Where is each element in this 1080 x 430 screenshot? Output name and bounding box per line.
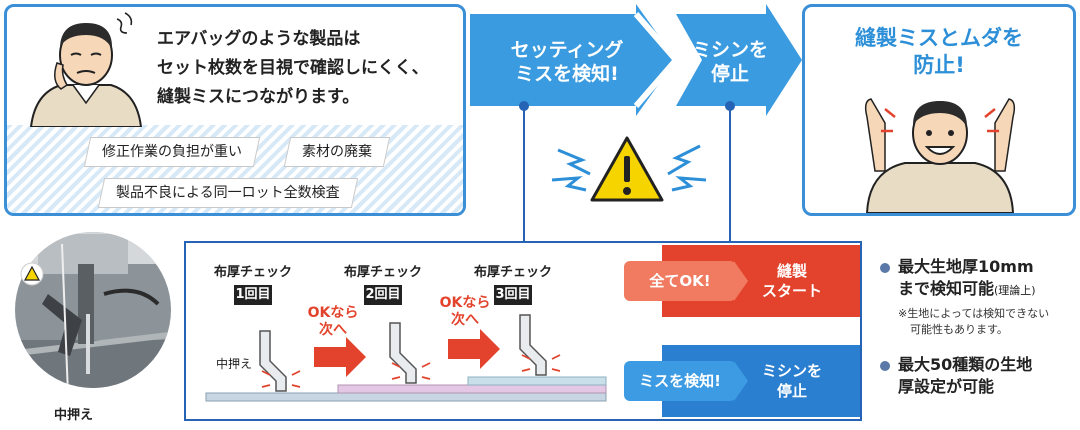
spec-max-thickness: 最大生地厚10mm まで検知可能(理論上) (880, 256, 1036, 302)
thickness-check-diagram (205, 314, 607, 402)
miss-detected-pill: ミスを検知! (624, 361, 736, 401)
spec-max-settings: 最大50種類の生地 厚設定が可能 (880, 354, 1032, 398)
next-arrow-2-icon (448, 329, 500, 369)
lightning-right-icon (667, 144, 701, 176)
stop-line-1: ミシンを (691, 39, 768, 61)
ok-result-line-1: 縫製 (776, 262, 807, 280)
ok-next-1: OKなら 次へ (298, 305, 368, 339)
tag-rework-burden: 修正作業の負担が重い (83, 137, 261, 167)
tag-material-waste: 素材の廃棄 (283, 137, 391, 167)
spec2-line-2: 厚設定が可能 (898, 377, 995, 396)
ok-result-label: 縫製 スタート (732, 261, 852, 301)
tag-rework-burden-label: 修正作業の負担が重い (102, 144, 242, 160)
spec1-line-2: まで検知可能 (898, 279, 995, 298)
ng-result-line-2: 停止 (776, 382, 807, 400)
presser-label: 中押え (216, 357, 253, 371)
spec1-line-1: 最大生地厚10mm (898, 257, 1034, 276)
ok-next-1-line-2: 次へ (319, 322, 347, 338)
tag-full-lot-inspection-label: 製品不良による同一ロット全数検査 (116, 185, 340, 201)
bullet-icon (880, 262, 890, 273)
problem-line-1: エアバッグのような製品は (157, 29, 361, 49)
stop-arrow-label: ミシンを 停止 (680, 38, 780, 86)
photo-caption: 中押え (54, 408, 94, 423)
problem-panel: エアバッグのような製品は セット枚数を目視で確認しにくく、 縫製ミスにつながりま… (4, 4, 466, 216)
result-title: 縫製ミスとムダを 防止! (805, 25, 1073, 79)
detect-line-2: ミスを検知! (515, 63, 619, 85)
check-2-badge: 2回目 (364, 285, 402, 305)
row-divider (662, 329, 860, 331)
detect-arrow-shape (470, 4, 676, 116)
check-2-title: 布厚チェック (343, 265, 422, 280)
tag-material-waste-label: 素材の廃棄 (302, 144, 372, 160)
problem-line-2: セット枚数を目視で確認しにくく、 (157, 58, 429, 78)
warning-triangle-icon (590, 136, 664, 202)
spec-note: ※生地によっては検知できない 可能性もあります。 (898, 306, 1049, 338)
ng-result-label: ミシンを 停止 (732, 361, 852, 401)
note-line-2: 可能性もあります。 (910, 323, 1008, 336)
result-line-1: 縫製ミスとムダを (855, 26, 1023, 50)
spec2-line-1: 最大50種類の生地 (898, 355, 1033, 374)
ok-next-2: OKなら 次へ (430, 295, 500, 329)
ok-next-2-line-2: 次へ (451, 312, 479, 328)
flow-arrows (470, 4, 802, 116)
worried-man-illustration (29, 12, 143, 127)
ng-result-line-1: ミシンを (761, 362, 822, 380)
problem-line-3: 縫製ミスにつながります。 (157, 87, 360, 107)
connectors-and-warning (519, 101, 735, 244)
presser-foot-photo (15, 232, 171, 388)
ok-result-line-2: スタート (761, 282, 822, 300)
next-arrow-1-icon (314, 337, 366, 377)
check-1-badge: 1回目 (234, 285, 272, 305)
all-ok-pill: 全てOK! (624, 261, 736, 301)
miss-detected-pill-tip (734, 361, 748, 401)
detect-arrow-label: セッティング ミスを検知! (492, 38, 642, 86)
result-line-2: 防止! (913, 53, 965, 77)
note-line-1: ※生地によっては検知できない (898, 307, 1050, 320)
lightning-left-icon (557, 148, 591, 176)
result-panel: 縫製ミスとムダを 防止! (802, 4, 1076, 216)
stop-arrow-shape (676, 4, 802, 116)
problem-description: エアバッグのような製品は セット枚数を目視で確認しにくく、 縫製ミスにつながりま… (157, 25, 429, 112)
process-panel: 全てOK! 縫製 スタート ミスを検知! ミシンを 停止 布厚チェック 1回目 … (184, 241, 862, 421)
ok-next-1-line-1: OKなら (307, 305, 359, 321)
detect-line-1: セッティング (510, 39, 624, 61)
spec1-suffix: (理論上) (994, 284, 1036, 297)
happy-man-illustration (864, 98, 1016, 213)
all-ok-pill-tip (734, 261, 748, 301)
check-3-badge: 3回目 (494, 285, 532, 305)
check-3-title: 布厚チェック (473, 265, 552, 280)
bullet-icon (880, 360, 890, 371)
stop-line-2: 停止 (710, 63, 749, 85)
ok-next-2-line-1: OKなら (439, 295, 491, 311)
check-1-title: 布厚チェック (213, 265, 292, 280)
tag-full-lot-inspection: 製品不良による同一ロット全数検査 (97, 178, 358, 208)
